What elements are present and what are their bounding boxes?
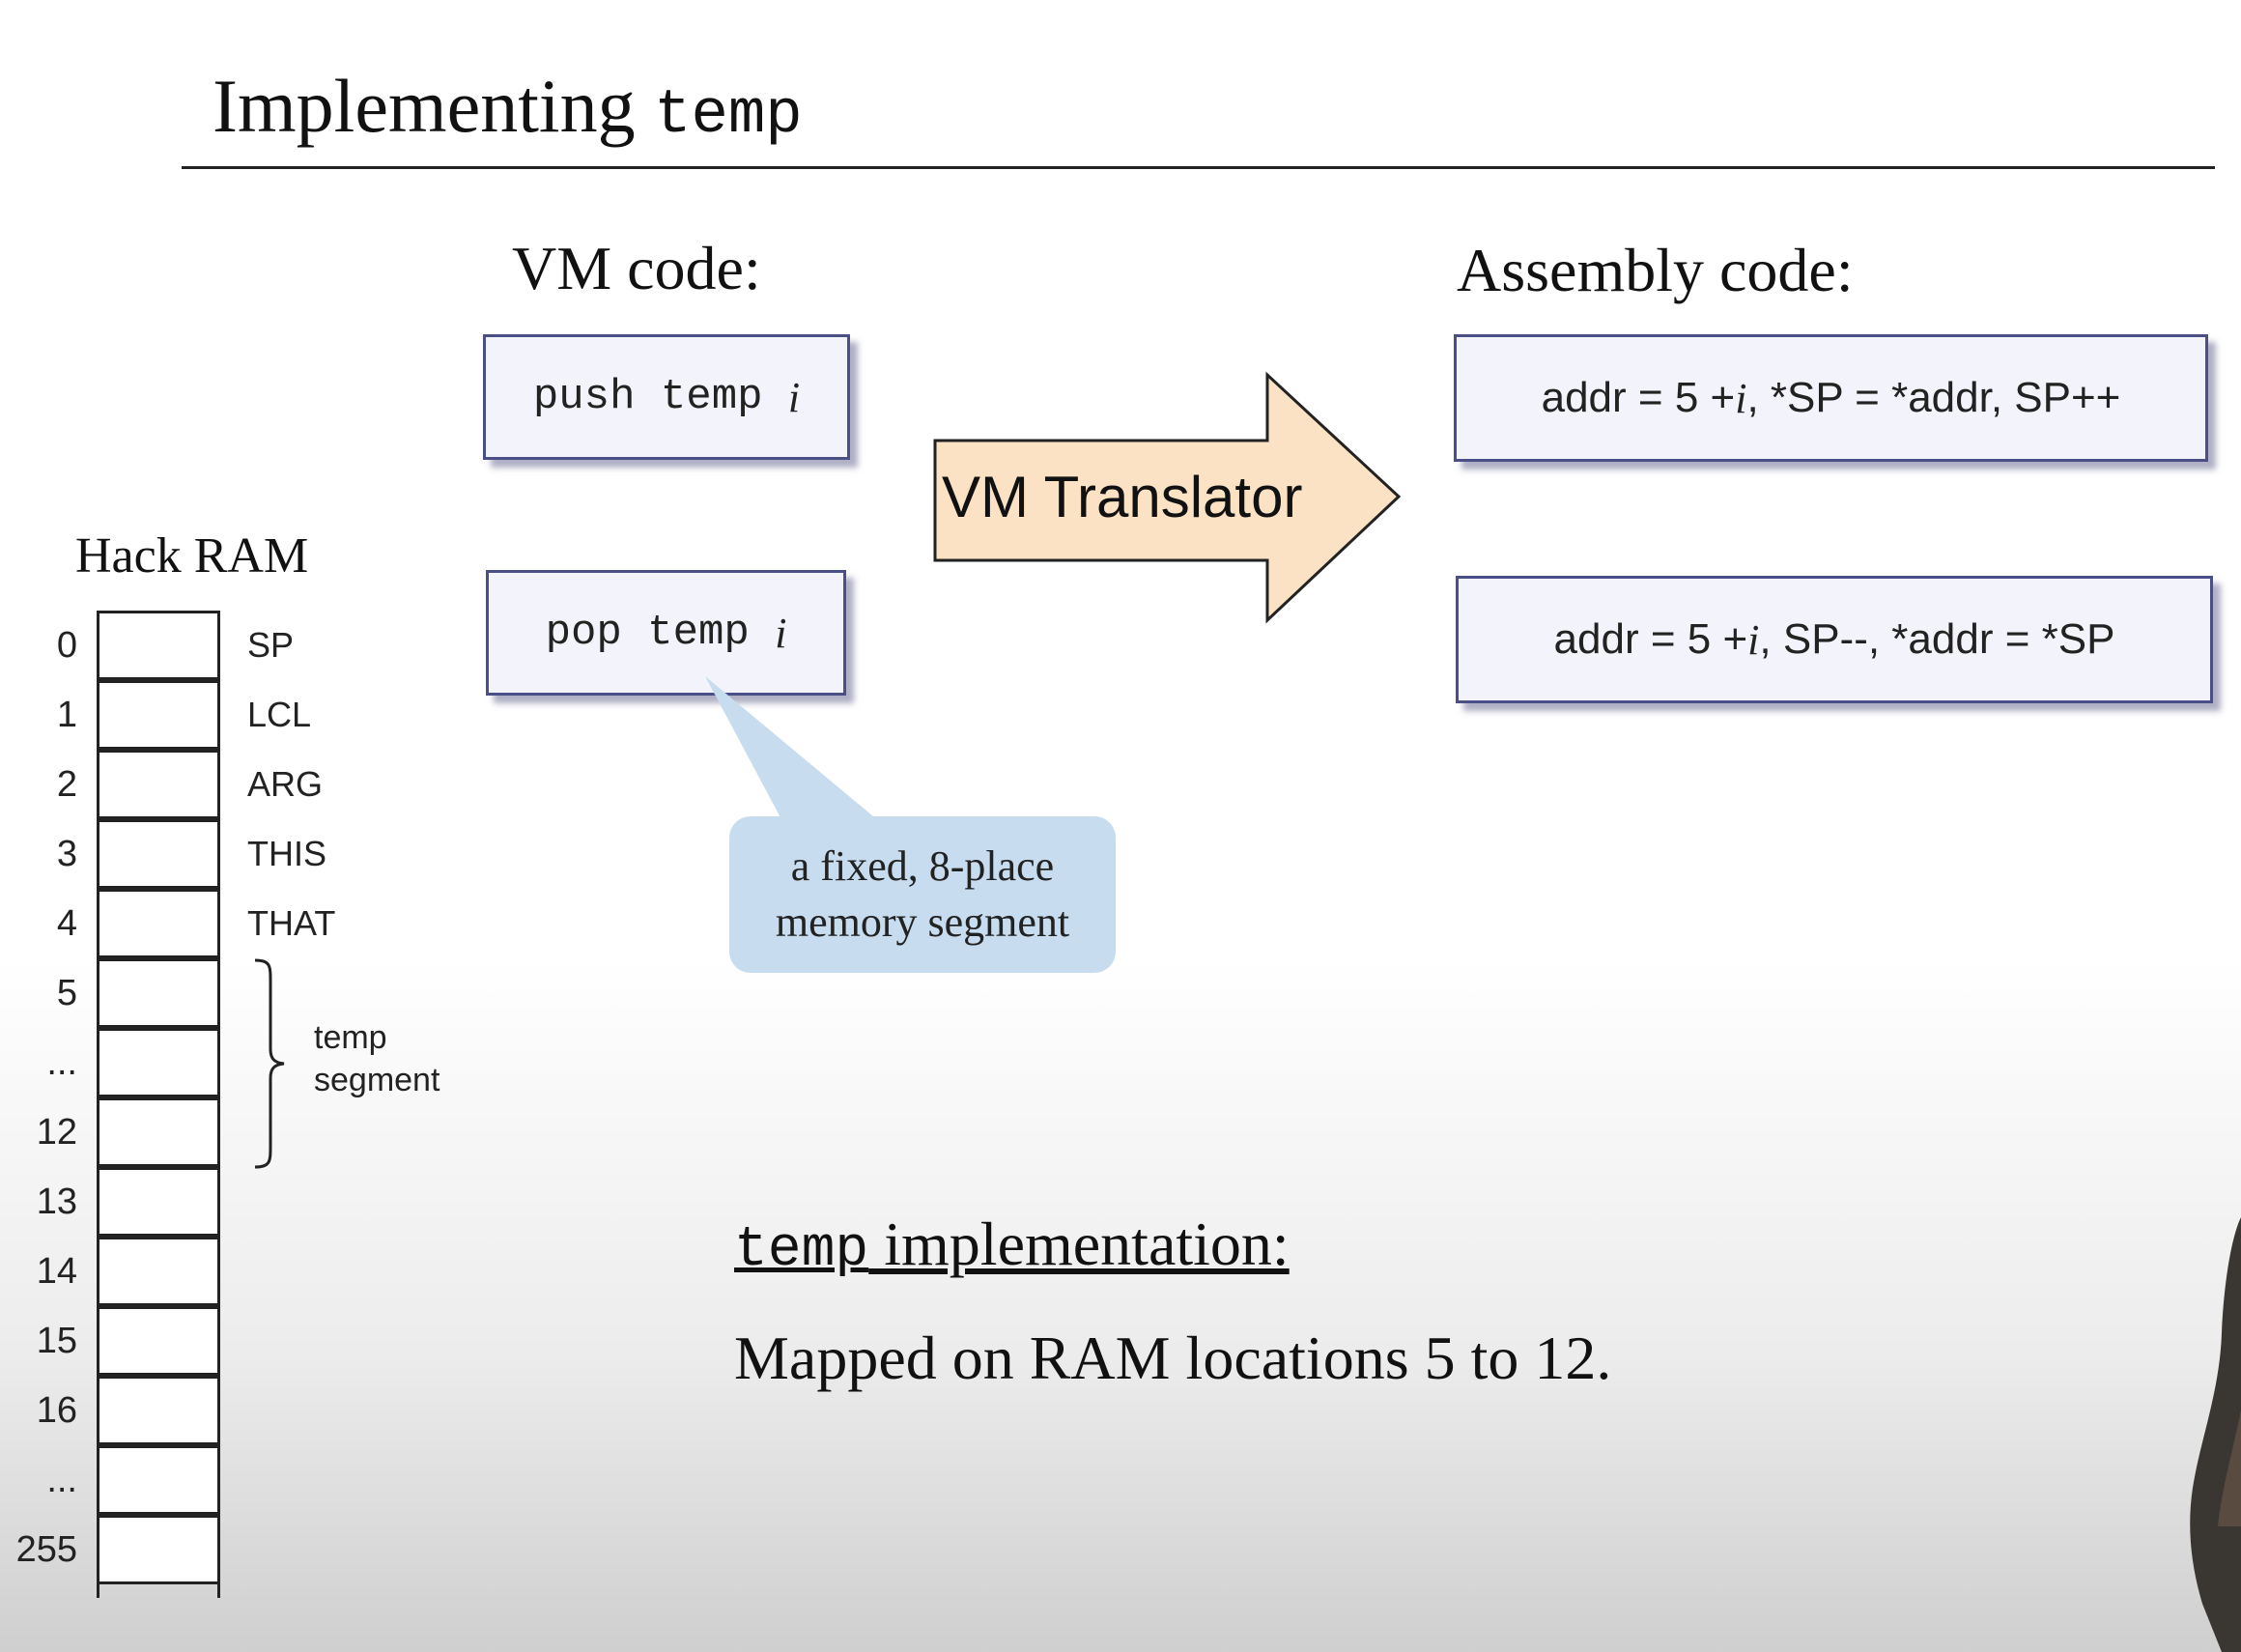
ram-register-label: SP	[247, 625, 295, 665]
ram-address: 13	[36, 1182, 77, 1222]
ram-cell	[97, 1306, 220, 1376]
implementation-code: temp	[734, 1219, 869, 1282]
asm-push-box: addr = 5 + i, *SP = *addr, SP++	[1454, 334, 2208, 462]
ram-cell	[97, 1515, 220, 1584]
ram-address: 5	[56, 973, 77, 1013]
vm-pop-box: pop temp i	[486, 570, 846, 696]
ram-address: ...	[46, 1460, 77, 1500]
ram-address: 255	[15, 1529, 77, 1570]
asm-pop-pre: addr = 5 +	[1553, 615, 1748, 663]
vm-pop-var: i	[775, 609, 787, 657]
vm-pop-code: pop temp	[545, 609, 750, 657]
assembly-code-heading: Assembly code:	[1457, 236, 1854, 304]
ram-address: 14	[36, 1251, 77, 1292]
callout-tail	[705, 676, 879, 821]
vm-push-box: push temp i	[483, 334, 850, 460]
segment-brace	[254, 958, 285, 1169]
translator-arrow	[933, 371, 1402, 624]
ram-cell	[97, 1097, 220, 1167]
callout-line1: a fixed, 8-place	[790, 842, 1055, 890]
vm-push-var: i	[787, 373, 801, 421]
ram-address: ...	[46, 1042, 77, 1083]
ram-cell	[97, 1237, 220, 1306]
asm-pop-box: addr = 5 + i, SP--, *addr = *SP	[1456, 576, 2213, 703]
vm-code-heading: VM code:	[512, 234, 761, 302]
ram-cell	[97, 1028, 220, 1097]
ram-register-label: LCL	[247, 695, 312, 734]
ram-register-label: THIS	[247, 834, 327, 873]
callout-bubble: a fixed, 8-place memory segment	[729, 816, 1116, 973]
ram-address: 4	[56, 903, 77, 944]
asm-push-post: , *SP = *addr, SP++	[1746, 374, 2121, 421]
ram-cell	[97, 819, 220, 889]
ram-cell	[97, 1167, 220, 1237]
ram-address: 15	[36, 1321, 77, 1361]
segment-label-line1: temp	[314, 1019, 387, 1056]
implementation-heading: temp implementation:	[734, 1206, 1290, 1290]
title-divider	[182, 166, 2215, 169]
implementation-text: Mapped on RAM locations 5 to 12.	[734, 1324, 1612, 1392]
ram-cell	[97, 889, 220, 958]
implementation-heading-text: implementation:	[868, 1210, 1290, 1278]
ram-address: 0	[56, 625, 77, 666]
asm-pop-var: i	[1747, 615, 1760, 664]
ram-cell	[97, 958, 220, 1028]
asm-push-pre: addr = 5 +	[1541, 374, 1736, 421]
ram-address: 3	[56, 834, 77, 874]
translator-label: VM Translator	[942, 465, 1303, 529]
ram-address: 1	[56, 695, 77, 735]
title-code: temp	[654, 81, 803, 151]
vm-push-code: push temp	[532, 373, 763, 421]
asm-pop-post: , SP--, *addr = *SP	[1759, 615, 2115, 663]
slide-title: Implementing temp	[213, 58, 803, 164]
title-text: Implementing	[213, 64, 636, 148]
ram-cell	[97, 750, 220, 819]
ram-tail-right	[217, 1583, 220, 1598]
ram-register-label: THAT	[247, 903, 336, 943]
ram-address: 12	[36, 1112, 77, 1153]
ram-cell	[97, 680, 220, 750]
temp-segment-label: temp segment	[314, 1016, 440, 1101]
segment-label-line2: segment	[314, 1062, 440, 1098]
ram-cell	[97, 1376, 220, 1445]
callout-line2: memory segment	[775, 898, 1070, 946]
ram-register-label: ARG	[247, 764, 324, 804]
translator-arrow-shape	[933, 371, 1402, 624]
presenter-silhouette	[2190, 1217, 2241, 1652]
ram-cell	[97, 1445, 220, 1515]
ram-tail-left	[97, 1583, 99, 1598]
ram-title: Hack RAM	[75, 528, 309, 584]
asm-push-var: i	[1735, 374, 1747, 422]
ram-address: 2	[56, 764, 77, 805]
ram-address: 16	[36, 1390, 77, 1431]
ram-cell	[97, 611, 220, 680]
